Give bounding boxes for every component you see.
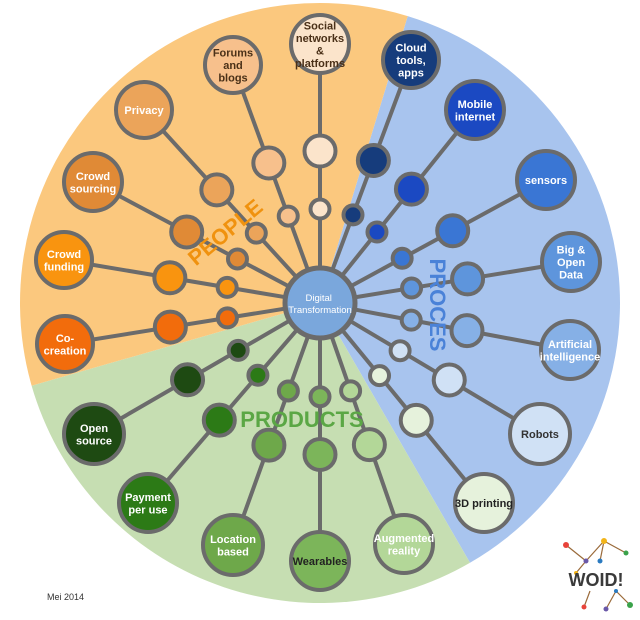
mid-node-products-3 <box>251 427 287 463</box>
outer-node-people-5 <box>289 13 351 75</box>
mid-node-process-4 <box>449 313 485 349</box>
center-label: Digital Transformation <box>288 293 352 316</box>
outer-node-people-4 <box>203 35 263 95</box>
inner-node-products-1 <box>339 379 363 403</box>
mid-node-people-3 <box>199 172 235 208</box>
inner-node-people-1 <box>215 275 239 299</box>
mid-node-products-1 <box>351 427 387 463</box>
mid-node-products-4 <box>201 402 237 438</box>
outer-node-process-0 <box>381 30 441 90</box>
mid-node-people-1 <box>152 260 188 296</box>
node-label-people-3: Privacy <box>124 105 164 117</box>
outer-node-people-2 <box>62 151 124 213</box>
inner-node-products-5 <box>226 338 250 362</box>
outer-node-process-4 <box>539 319 601 381</box>
outer-node-people-3 <box>114 80 174 140</box>
node-label-products-2: Wearables <box>293 556 348 568</box>
outer-node-products-0 <box>453 472 515 534</box>
inner-node-process-5 <box>388 339 412 363</box>
mid-node-process-5 <box>431 362 467 398</box>
inner-node-process-2 <box>390 246 414 270</box>
mid-node-products-2 <box>302 436 338 472</box>
inner-node-process-3 <box>400 276 424 300</box>
inner-node-people-4 <box>276 204 300 228</box>
inner-node-products-2 <box>308 385 332 409</box>
inner-node-people-2 <box>225 247 249 271</box>
mid-node-people-2 <box>169 214 205 250</box>
outer-node-people-1 <box>34 230 94 290</box>
node-label-process-2: sensors <box>525 175 567 187</box>
inner-node-process-0 <box>341 203 365 227</box>
outer-node-products-4 <box>117 472 179 534</box>
mid-node-people-5 <box>302 133 338 169</box>
node-label-products-0: 3D printing <box>455 498 513 510</box>
mid-node-process-0 <box>355 142 391 178</box>
woid-logo: WOID! <box>563 538 633 612</box>
outer-node-products-5 <box>62 402 126 466</box>
outer-node-process-3 <box>540 231 602 293</box>
outer-node-products-1 <box>373 513 435 575</box>
inner-node-process-4 <box>399 308 423 332</box>
outer-node-people-0 <box>35 314 95 374</box>
outer-node-products-3 <box>201 513 265 577</box>
date-label: Mei 2014 <box>47 592 85 602</box>
inner-node-people-3 <box>244 221 268 245</box>
logo-text: WOID! <box>569 570 624 590</box>
node-label-people-0: Co-creation <box>44 333 87 358</box>
group-label-process: PROCES <box>425 259 450 352</box>
inner-node-products-3 <box>276 379 300 403</box>
node-label-process-5: Robots <box>521 429 559 441</box>
outer-node-process-1 <box>444 79 506 141</box>
outer-node-products-2 <box>289 530 351 592</box>
center-node: Digital Transformation <box>282 265 358 341</box>
inner-node-products-4 <box>246 363 270 387</box>
mid-node-people-4 <box>251 145 287 181</box>
inner-node-people-0 <box>215 306 239 330</box>
outer-node-process-5 <box>508 402 572 466</box>
outer-node-process-2 <box>515 149 577 211</box>
mid-node-process-1 <box>393 171 429 207</box>
inner-node-people-5 <box>308 197 332 221</box>
group-label-products: PRODUCTS <box>240 407 363 432</box>
inner-node-process-1 <box>365 220 389 244</box>
mid-node-products-0 <box>398 402 434 438</box>
mid-node-process-2 <box>435 213 471 249</box>
inner-node-products-0 <box>368 364 392 388</box>
mid-node-products-5 <box>170 362 206 398</box>
mid-node-people-0 <box>152 309 188 345</box>
mid-node-process-3 <box>450 261 486 297</box>
